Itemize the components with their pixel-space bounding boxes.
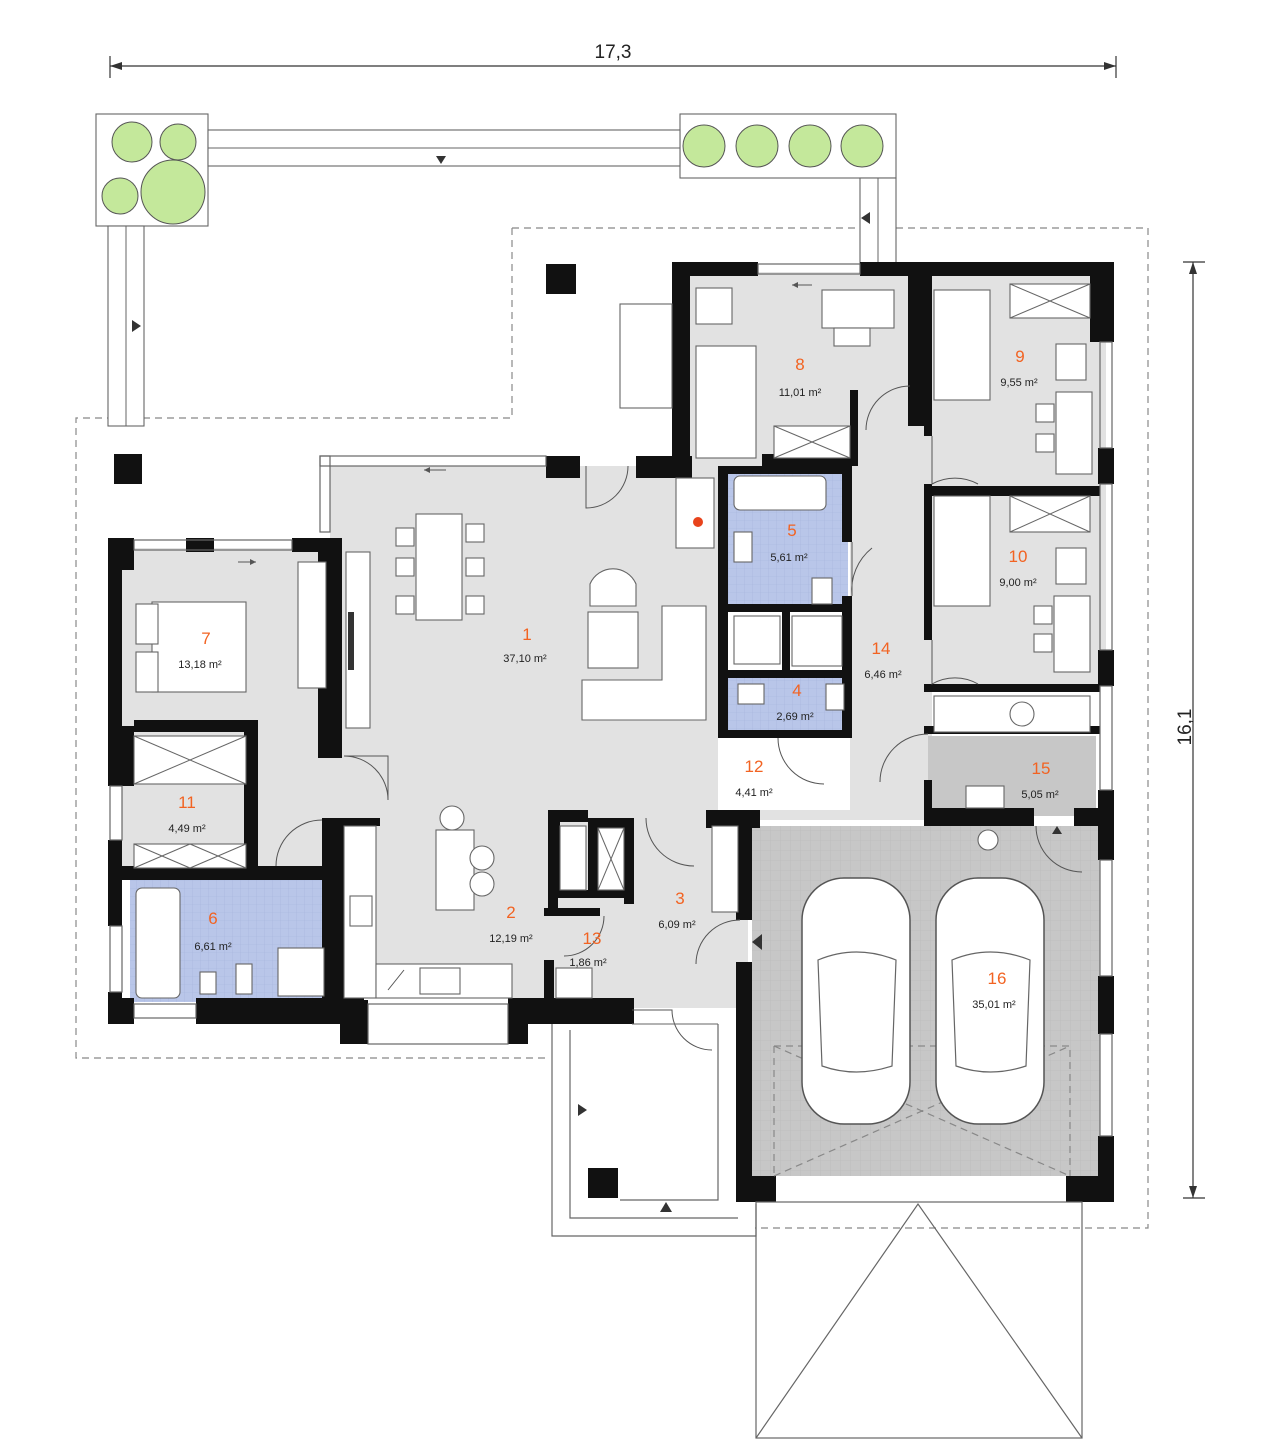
room-16-label: 16 35,01 m² <box>972 969 1016 1011</box>
svg-text:37,10 m²: 37,10 m² <box>503 653 547 665</box>
windows <box>109 263 1113 1137</box>
column <box>546 264 576 294</box>
svg-text:4,41 m²: 4,41 m² <box>735 787 773 799</box>
desk <box>1055 391 1093 475</box>
svg-text:9: 9 <box>1015 347 1024 366</box>
room-10-label: 10 9,00 m² <box>999 547 1037 589</box>
room-14-label: 14 6,46 m² <box>864 639 902 681</box>
room-15-label: 15 5,05 m² <box>1021 759 1059 801</box>
room-8-label: 8 11,01 m² <box>779 355 822 399</box>
svg-text:5: 5 <box>787 521 796 540</box>
width-dimension-label: 17,3 <box>595 42 632 63</box>
room-5-label: 5 5,61 m² <box>770 521 808 564</box>
fire-icon <box>693 517 703 527</box>
tree-icon <box>140 159 206 225</box>
tree-icon <box>788 124 832 168</box>
svg-text:2: 2 <box>506 903 515 922</box>
entrance-porch <box>551 1023 757 1237</box>
svg-text:14: 14 <box>872 639 891 658</box>
bathtub <box>733 475 827 511</box>
svg-text:9,55 m²: 9,55 m² <box>1000 377 1038 389</box>
depth-dimension: 16,1 <box>1175 261 1205 1199</box>
svg-text:16: 16 <box>988 969 1007 988</box>
column <box>588 1168 618 1198</box>
room-9-label: 9 9,55 m² <box>1000 347 1038 389</box>
svg-text:6,46 m²: 6,46 m² <box>864 669 902 681</box>
room-3-label: 3 6,09 m² <box>658 889 696 931</box>
svg-text:4: 4 <box>792 681 801 700</box>
room-13-label: 13 1,86 m² <box>569 929 607 969</box>
svg-text:5,61 m²: 5,61 m² <box>770 552 808 564</box>
svg-text:3: 3 <box>675 889 684 908</box>
svg-text:1,86 m²: 1,86 m² <box>569 957 607 969</box>
svg-text:35,01 m²: 35,01 m² <box>972 999 1016 1011</box>
doors <box>275 385 1083 1051</box>
shower <box>791 615 843 667</box>
depth-dimension-label: 16,1 <box>1175 709 1196 746</box>
desk <box>821 289 895 329</box>
svg-text:15: 15 <box>1032 759 1051 778</box>
sofa <box>581 605 707 721</box>
tree-icon <box>840 124 884 168</box>
car-icon <box>935 877 1045 1125</box>
shower <box>733 615 781 665</box>
svg-text:12,19 m²: 12,19 m² <box>489 933 533 945</box>
furniture <box>133 283 1093 999</box>
roof-outline-west <box>75 228 550 1059</box>
armchair <box>587 611 639 669</box>
roof-outline <box>512 227 1149 1229</box>
single-bed <box>695 345 757 459</box>
svg-text:7: 7 <box>201 629 210 648</box>
width-dimension: 17,3 <box>109 42 1117 78</box>
svg-text:1: 1 <box>522 625 531 644</box>
dining-table <box>415 513 463 621</box>
fireplace <box>675 477 715 549</box>
svg-text:6,61 m²: 6,61 m² <box>194 941 232 953</box>
garden-trees <box>101 121 884 225</box>
room-2-label: 2 12,19 m² <box>489 903 533 945</box>
svg-text:8: 8 <box>795 355 804 374</box>
svg-text:9,00 m²: 9,00 m² <box>999 577 1037 589</box>
svg-text:10: 10 <box>1009 547 1028 566</box>
room-6-label: 6 6,61 m² <box>194 909 232 953</box>
shower <box>277 947 325 997</box>
tree-icon <box>101 177 139 215</box>
svg-text:6,09 m²: 6,09 m² <box>658 919 696 931</box>
desk <box>1053 595 1091 673</box>
kitchen-island <box>435 829 475 911</box>
column <box>114 454 142 484</box>
svg-text:11: 11 <box>178 793 196 812</box>
svg-text:4,49 m²: 4,49 m² <box>168 823 206 835</box>
tree-icon <box>735 124 779 168</box>
car-icon <box>801 877 911 1125</box>
single-bed <box>933 495 991 607</box>
room-labels: 1 37,10 m² 2 12,19 m² 3 6,09 m² 4 2,69 m… <box>168 347 1059 1011</box>
walls <box>108 262 1114 1202</box>
room-4-label: 4 2,69 m² <box>776 681 814 723</box>
svg-text:5,05 m²: 5,05 m² <box>1021 789 1059 801</box>
tree-icon <box>111 121 153 163</box>
room-7-label: 7 13,18 m² <box>178 629 222 671</box>
room-1-label: 1 37,10 m² <box>503 625 547 665</box>
bathtub <box>135 887 181 999</box>
svg-text:13: 13 <box>583 929 602 948</box>
room-12-label: 12 4,41 m² <box>735 757 773 799</box>
tree-icon <box>159 123 197 161</box>
svg-text:12: 12 <box>745 757 764 776</box>
single-bed <box>933 289 991 401</box>
driveway <box>755 1201 1083 1439</box>
boiler-icon <box>977 829 999 851</box>
svg-text:6: 6 <box>208 909 217 928</box>
armchair <box>589 568 637 607</box>
svg-text:2,69 m²: 2,69 m² <box>776 711 814 723</box>
svg-text:11,01 m²: 11,01 m² <box>779 387 822 399</box>
double-bed <box>151 601 247 693</box>
tree-icon <box>682 124 726 168</box>
svg-text:13,18 m²: 13,18 m² <box>178 659 222 671</box>
washing-machine-icon <box>1009 701 1035 727</box>
room-11-label: 11 4,49 m² <box>168 793 206 835</box>
garage-cars <box>773 877 1071 1177</box>
terrace-lounger <box>619 303 673 409</box>
